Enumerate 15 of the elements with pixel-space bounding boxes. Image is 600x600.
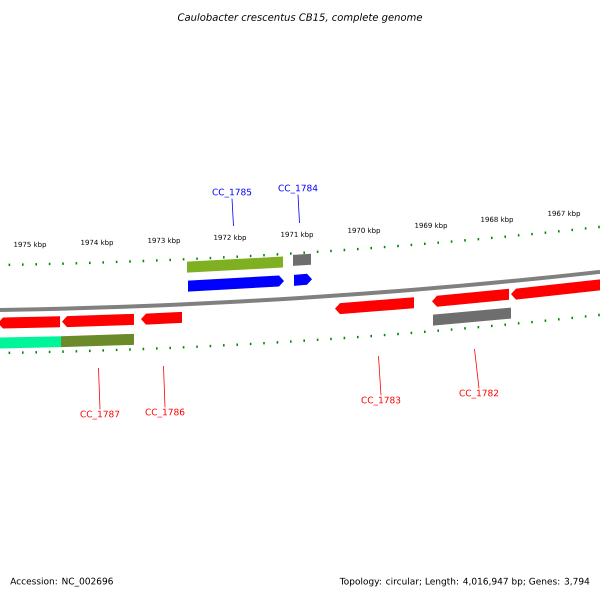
leader-line <box>232 198 234 226</box>
leader-line <box>378 356 382 396</box>
footer-text: Topology: circular; Length: 4,016,947 bp; Genes: 3,794 <box>340 578 590 586</box>
gene-label: CC_1787 <box>80 410 120 420</box>
leader-line <box>474 348 480 389</box>
leader-line <box>298 194 300 224</box>
footer-text: Accession: NC_002696 <box>10 578 113 586</box>
gene-label: CC_1784 <box>278 184 318 194</box>
gene-label: CC_1783 <box>362 396 400 406</box>
title: Caulobacter crescentus CB15, complete genome <box>178 13 422 23</box>
leader-line <box>163 366 166 408</box>
leader-line <box>98 368 100 410</box>
gene-label: CC_1782 <box>460 390 498 398</box>
gene-label: CC_1786 <box>146 408 184 418</box>
gene-label: CC_1785 <box>212 188 252 198</box>
